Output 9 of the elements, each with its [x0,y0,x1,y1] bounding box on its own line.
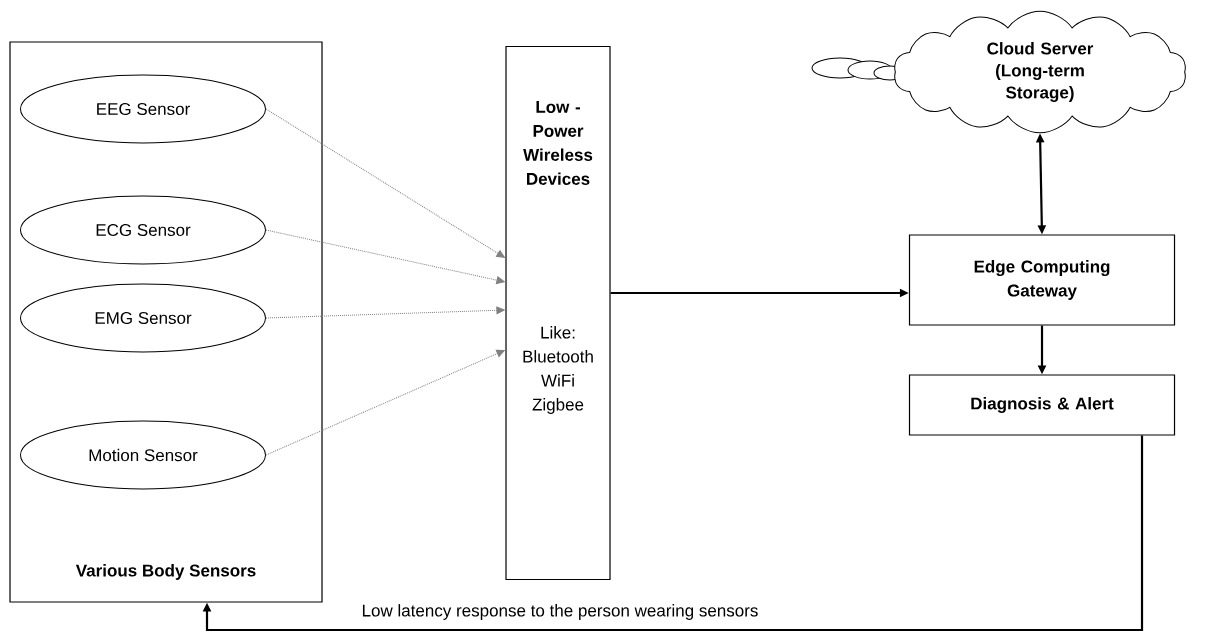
process-box: Diagnosis & Alert [908,374,1176,436]
arrow [265,349,505,456]
arrow [265,306,505,319]
arrow [265,229,505,284]
edge-label: Low latency response to the person wearing sensors [362,604,758,620]
arrow [202,435,1144,632]
arrow [265,108,505,258]
process-box: Edge Computing Gateway [908,234,1176,326]
wireless-box: Low - Power Wireless Devices Like: Bluetooth WiFi Zigbee [505,45,611,581]
